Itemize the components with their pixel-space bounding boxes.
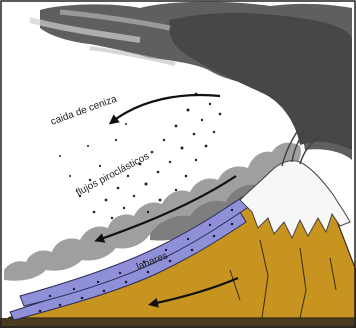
- diagram-canvas: caida de ceniza flujos piroclásticos lah…: [0, 0, 356, 328]
- volcano-hazards-diagram: caida de ceniza flujos piroclásticos lah…: [0, 0, 356, 328]
